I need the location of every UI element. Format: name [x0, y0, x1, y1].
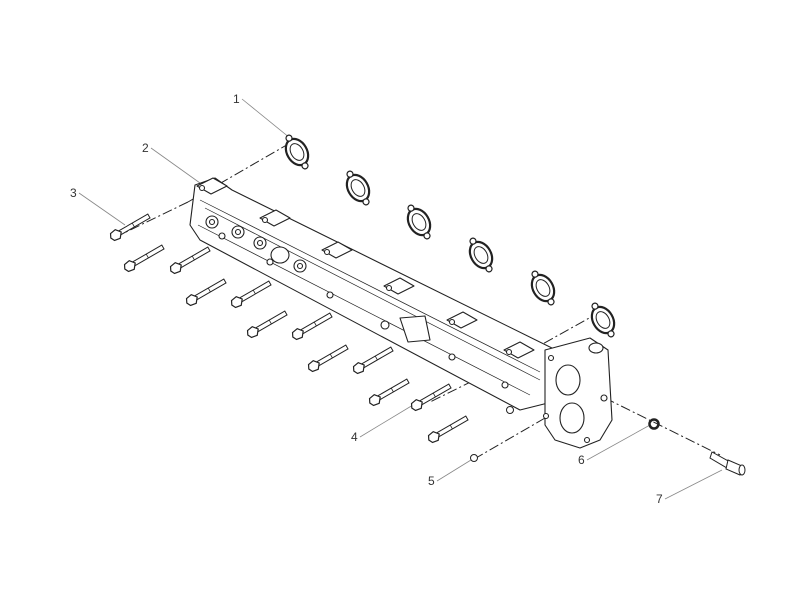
callout-5: 5 — [428, 474, 435, 488]
gasket-2 — [345, 170, 371, 206]
gasket-5 — [530, 270, 556, 306]
gasket-3 — [406, 204, 432, 240]
washer-icon — [648, 418, 660, 430]
gasket-1 — [284, 134, 310, 170]
gasket-group — [284, 134, 616, 338]
sensor-icon — [709, 451, 746, 476]
bolt-icon — [368, 378, 410, 407]
leader-lines — [78, 98, 723, 500]
bolt-icon — [410, 383, 452, 412]
bolt-icon — [185, 278, 227, 307]
bolt-group — [109, 213, 469, 444]
callout-2: 2 — [142, 141, 149, 155]
callout-1: 1 — [233, 92, 240, 106]
bolt-icon — [169, 246, 211, 275]
bolt-icon — [246, 310, 288, 339]
bolt-icon — [427, 415, 469, 444]
bolt-icon — [230, 280, 272, 309]
gasket-6 — [590, 302, 616, 338]
callout-6: 6 — [578, 453, 585, 467]
callout-7: 7 — [656, 492, 663, 506]
gasket-4 — [468, 237, 494, 273]
exhaust-manifold — [189, 177, 613, 449]
nut-icon — [470, 406, 514, 462]
callout-3: 3 — [70, 186, 77, 200]
bolt-icon — [307, 344, 349, 373]
bolt-icon — [109, 213, 151, 242]
bolt-icon — [352, 346, 394, 375]
bolt-icon — [123, 244, 165, 273]
bolt-icon — [291, 312, 333, 341]
callout-4: 4 — [351, 430, 358, 444]
